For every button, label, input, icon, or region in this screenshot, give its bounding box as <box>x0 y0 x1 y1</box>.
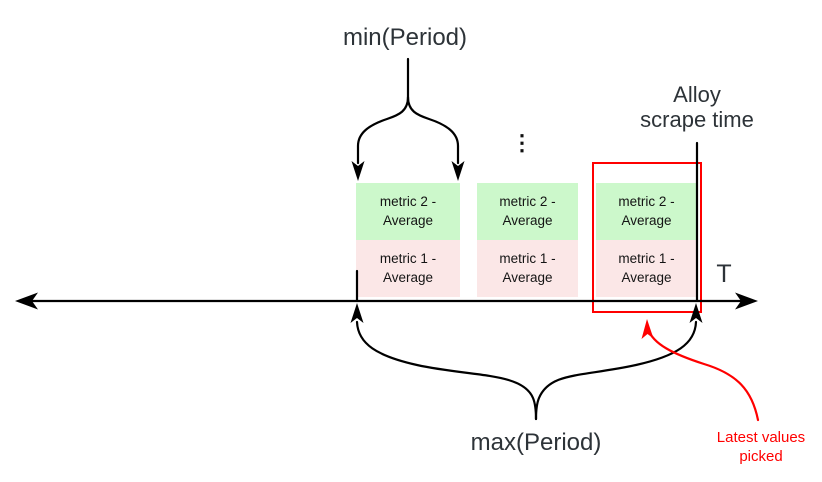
max-period-brace-right-arm <box>534 320 698 421</box>
max-period-left-arrowhead <box>350 303 364 323</box>
alloy-scrape-time-line2: scrape time <box>640 106 754 132</box>
time-axis-label: T <box>716 260 732 288</box>
metric-sample-group-2: metric 2 - Average metric 1 - Average <box>477 183 578 297</box>
metric2-average-box: metric 2 - Average <box>356 183 460 240</box>
metric2-average-box: metric 2 - Average <box>596 183 697 240</box>
min-period-brace-left-arm <box>356 57 410 165</box>
metric1-average-box: metric 1 - Average <box>356 240 460 297</box>
min-period-label: min(Period) <box>342 24 468 51</box>
metric-sample-group-3: metric 2 - Average metric 1 - Average <box>596 183 697 297</box>
latest-values-arrow-line <box>646 327 760 422</box>
latest-values-picked-label: Latest values picked <box>693 429 822 467</box>
min-period-right-arrowhead <box>451 161 465 181</box>
max-period-label: max(Period) <box>470 429 602 456</box>
metric1-average-box: metric 1 - Average <box>477 240 578 297</box>
metric1-average-box: metric 1 - Average <box>596 240 697 297</box>
latest-sample-highlight-rect <box>592 162 702 313</box>
metric-sample-group-1: metric 2 - Average metric 1 - Average <box>356 183 460 297</box>
metric2-average-box: metric 2 - Average <box>477 183 578 240</box>
min-period-brace-right-arm <box>406 95 460 165</box>
min-period-left-arrowhead <box>351 161 365 181</box>
max-period-brace-left-arm <box>355 320 538 421</box>
alloy-scrape-time-label: Alloy scrape time <box>612 82 782 132</box>
latest-values-arrowhead <box>641 319 654 339</box>
time-axis-right-arrowhead <box>735 292 758 310</box>
time-axis-left-arrowhead <box>15 292 38 310</box>
ellipsis-dots: ⋮ <box>511 130 533 155</box>
latest-values-line2: picked <box>739 447 783 465</box>
latest-values-line1: Latest values <box>716 429 806 446</box>
alloy-scrape-time-line1: Alloy <box>673 82 721 107</box>
